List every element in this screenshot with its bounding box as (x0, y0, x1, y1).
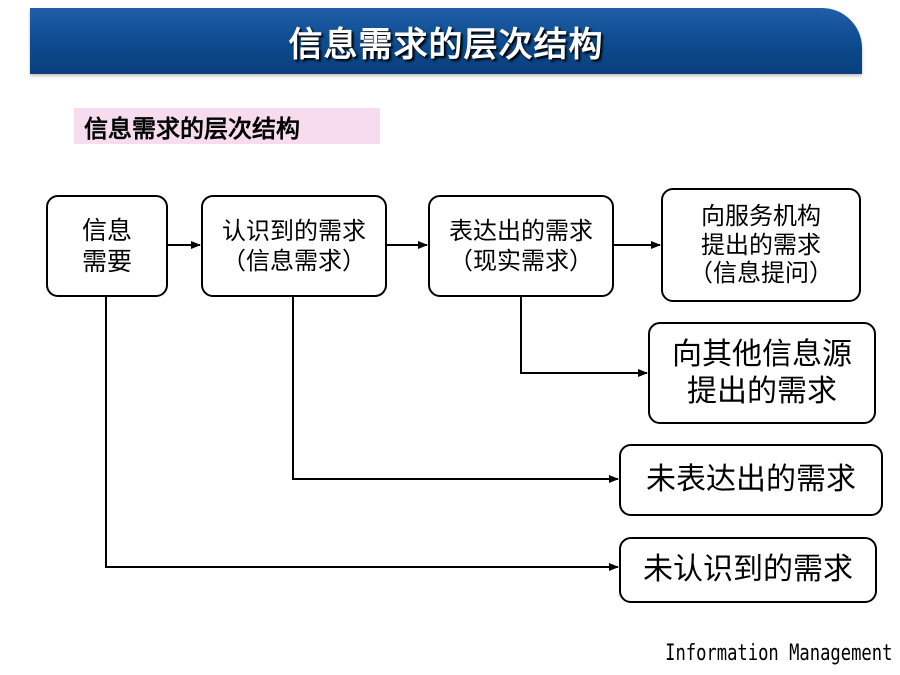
arrow-recognized-to-unexpressed (292, 296, 619, 483)
node-information-need-line1: 信息 (81, 215, 132, 245)
node-information-need: 信息 需要 (46, 195, 168, 297)
node-recognized-need-line2: （信息需求） (222, 247, 366, 275)
node-recognized-need: 认识到的需求 （信息需求） (201, 195, 387, 297)
node-unexpressed-need-label: 未表达出的需求 (646, 462, 856, 498)
node-other-sources-line1: 向其他信息源 (672, 336, 852, 372)
node-service-request-line1: 向服务机构 (701, 201, 821, 230)
section-subtitle: 信息需求的层次结构 (74, 108, 380, 144)
node-service-request-line2: 提出的需求 (701, 230, 821, 259)
node-unrecognized-need: 未认识到的需求 (619, 537, 877, 603)
node-expressed-need-line2: （现实需求） (449, 247, 593, 275)
node-expressed-need-line1: 表达出的需求 (449, 217, 593, 245)
footer-text: Information Management (664, 641, 892, 666)
node-other-sources-line2: 提出的需求 (687, 374, 837, 409)
node-service-request-line3: （信息提问） (689, 259, 833, 288)
node-expressed-need: 表达出的需求 （现实需求） (428, 195, 614, 297)
arrow-need-to-unrecognized (105, 296, 619, 571)
node-other-sources-request: 向其他信息源 提出的需求 (648, 322, 876, 424)
slide-title: 信息需求的层次结构 (288, 24, 604, 65)
node-unexpressed-need: 未表达出的需求 (619, 444, 883, 516)
node-recognized-need-line1: 认识到的需求 (222, 217, 366, 245)
node-service-request: 向服务机构 提出的需求 （信息提问） (661, 188, 861, 302)
arrow-expressed-to-other-sources (520, 296, 648, 377)
node-unrecognized-need-label: 未认识到的需求 (643, 552, 853, 588)
node-information-need-line2: 需要 (81, 247, 132, 276)
title-bar (30, 8, 862, 74)
